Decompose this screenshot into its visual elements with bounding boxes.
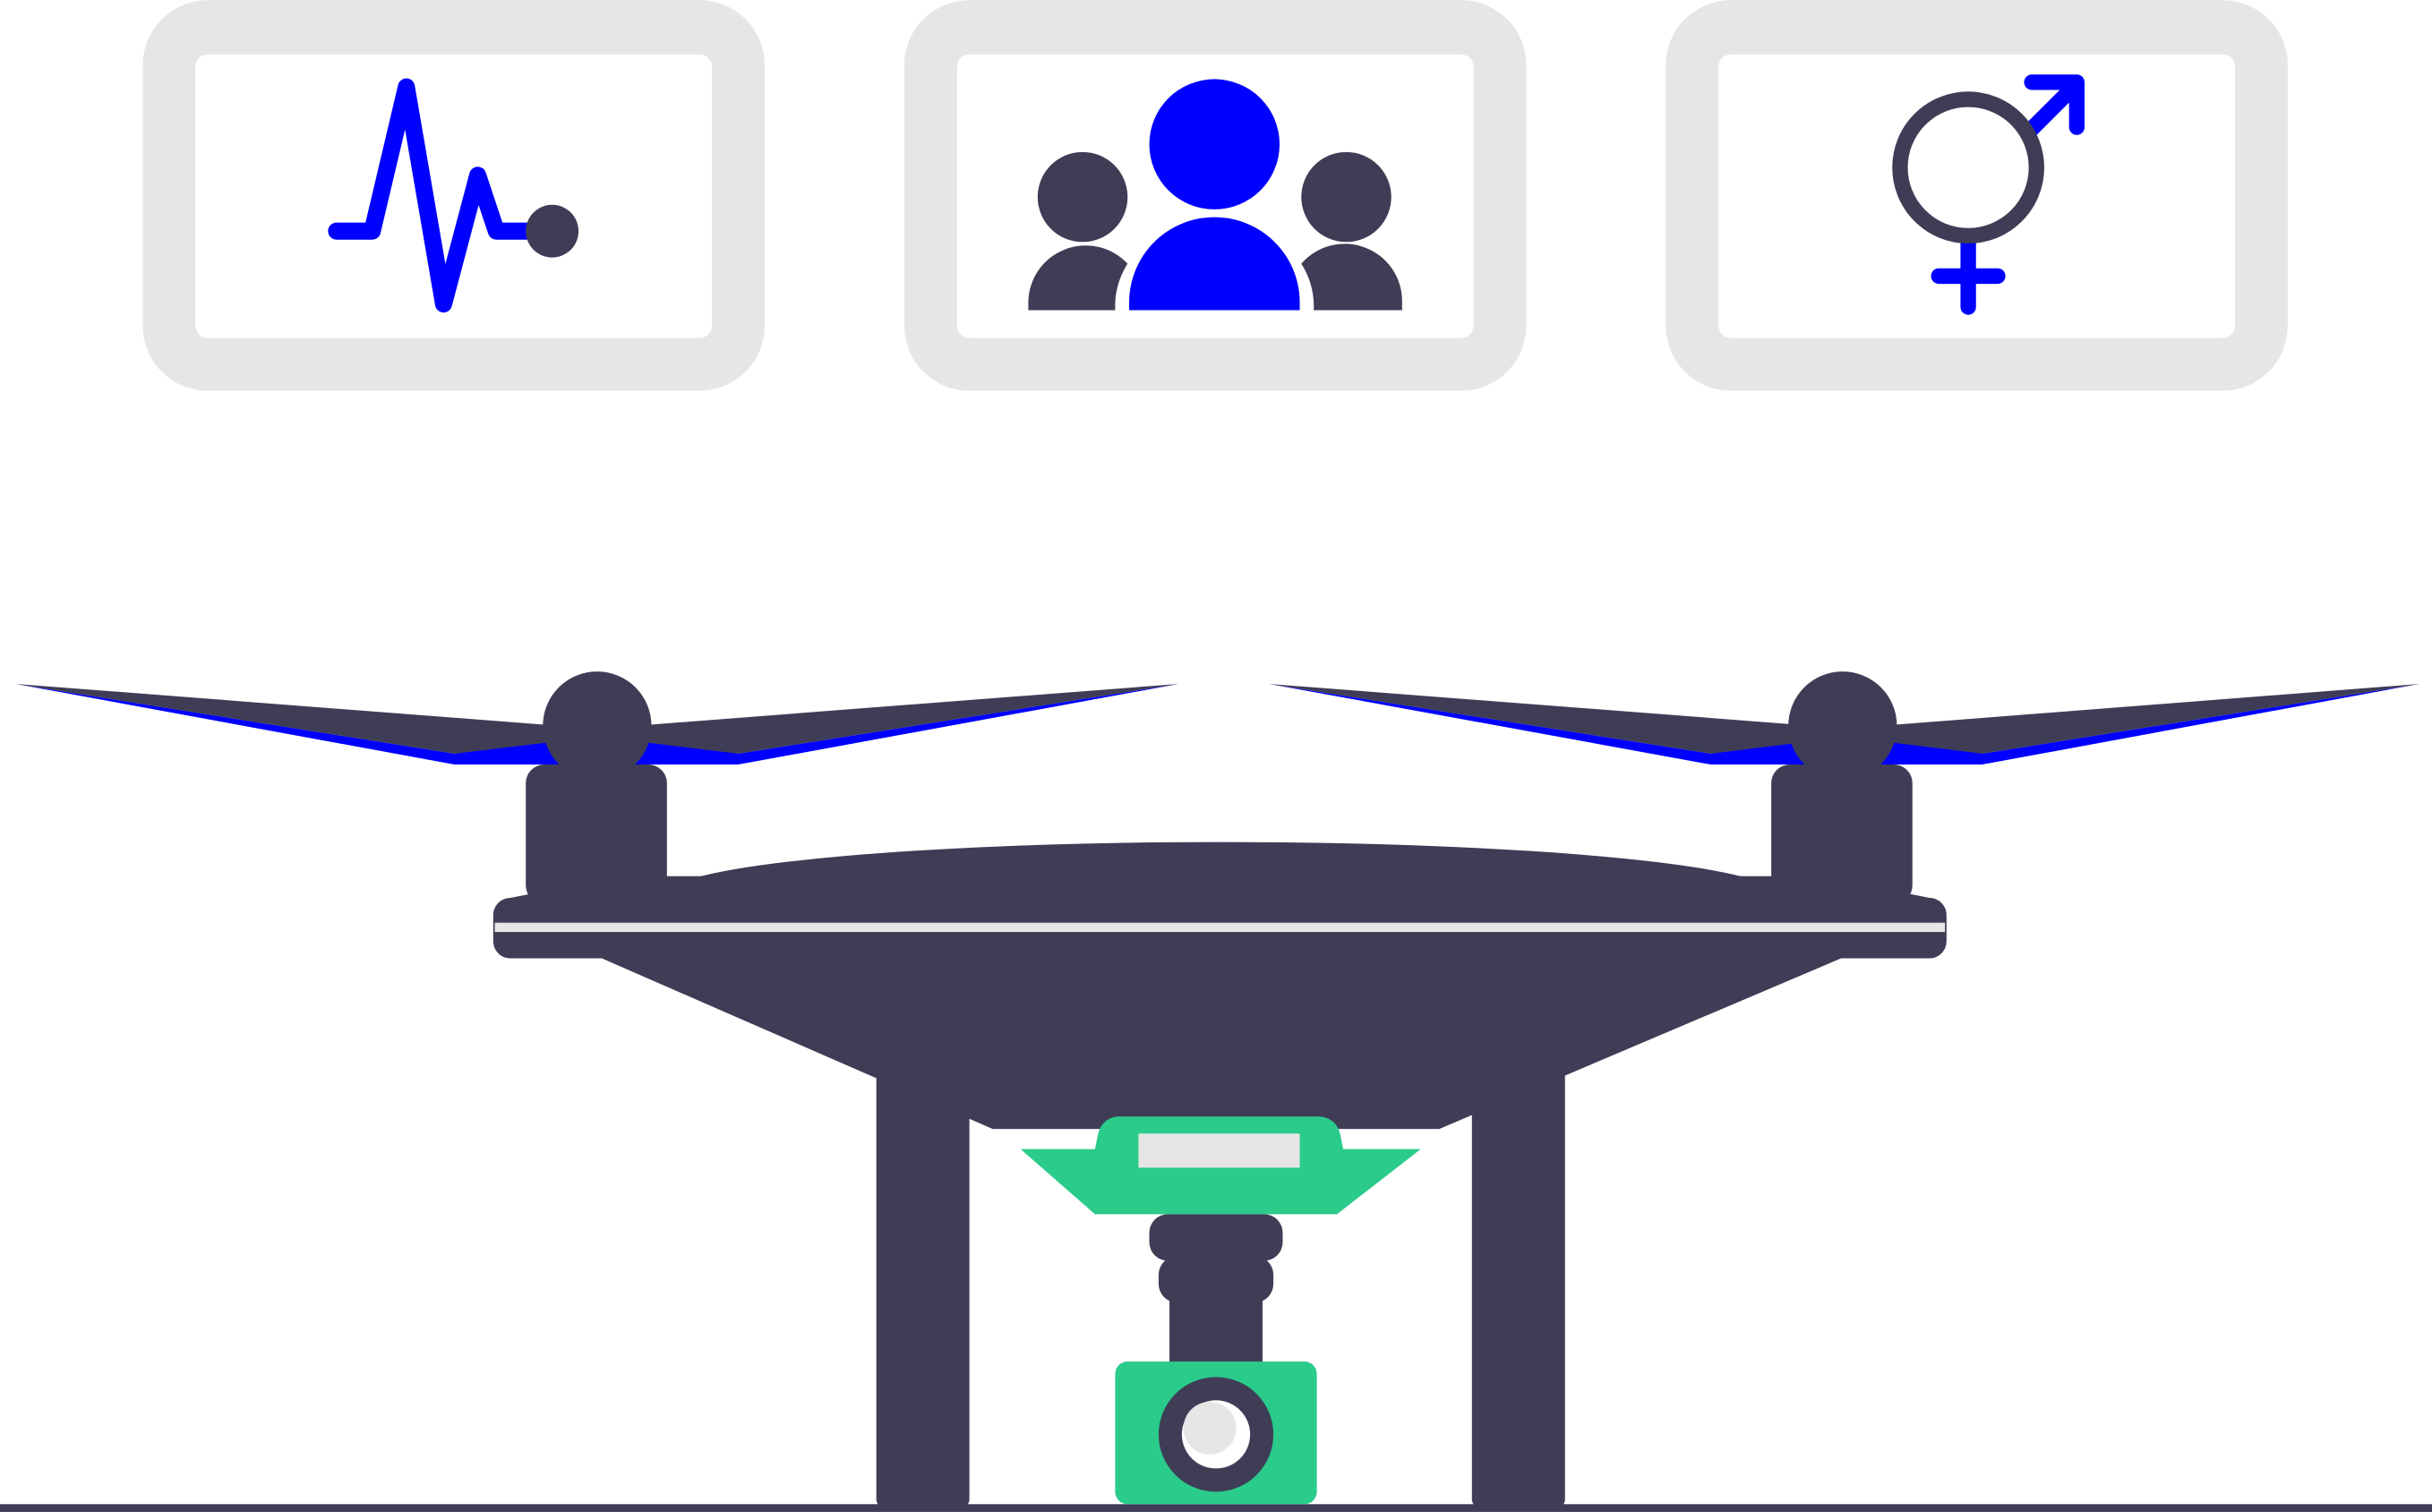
card-gender (1666, 0, 2288, 391)
propeller-right (1268, 671, 2420, 781)
ground-line (0, 1504, 2432, 1512)
gimbal-arm (1149, 1214, 1283, 1261)
heartbeat-icon (328, 78, 579, 313)
card-inner (195, 54, 713, 338)
propeller-left (15, 671, 1179, 781)
user-group-icon (1028, 79, 1402, 311)
gender-symbol-icon (1892, 74, 2085, 315)
motor-left (526, 765, 667, 904)
drone-body-plate (492, 876, 1947, 1130)
motor-right (1771, 765, 1913, 904)
camera-lens-glare (1183, 1401, 1237, 1455)
gimbal-mount-window (1138, 1133, 1300, 1168)
drone-leg-left (876, 1038, 970, 1508)
gimbal-stem (1169, 1299, 1263, 1368)
card-heartbeat (142, 0, 765, 391)
drone (15, 671, 2420, 1508)
drone-leg-right (1471, 1038, 1565, 1508)
drone-body-stripe (494, 922, 1946, 933)
card-group (903, 0, 1527, 391)
gimbal-joint (1158, 1256, 1274, 1303)
